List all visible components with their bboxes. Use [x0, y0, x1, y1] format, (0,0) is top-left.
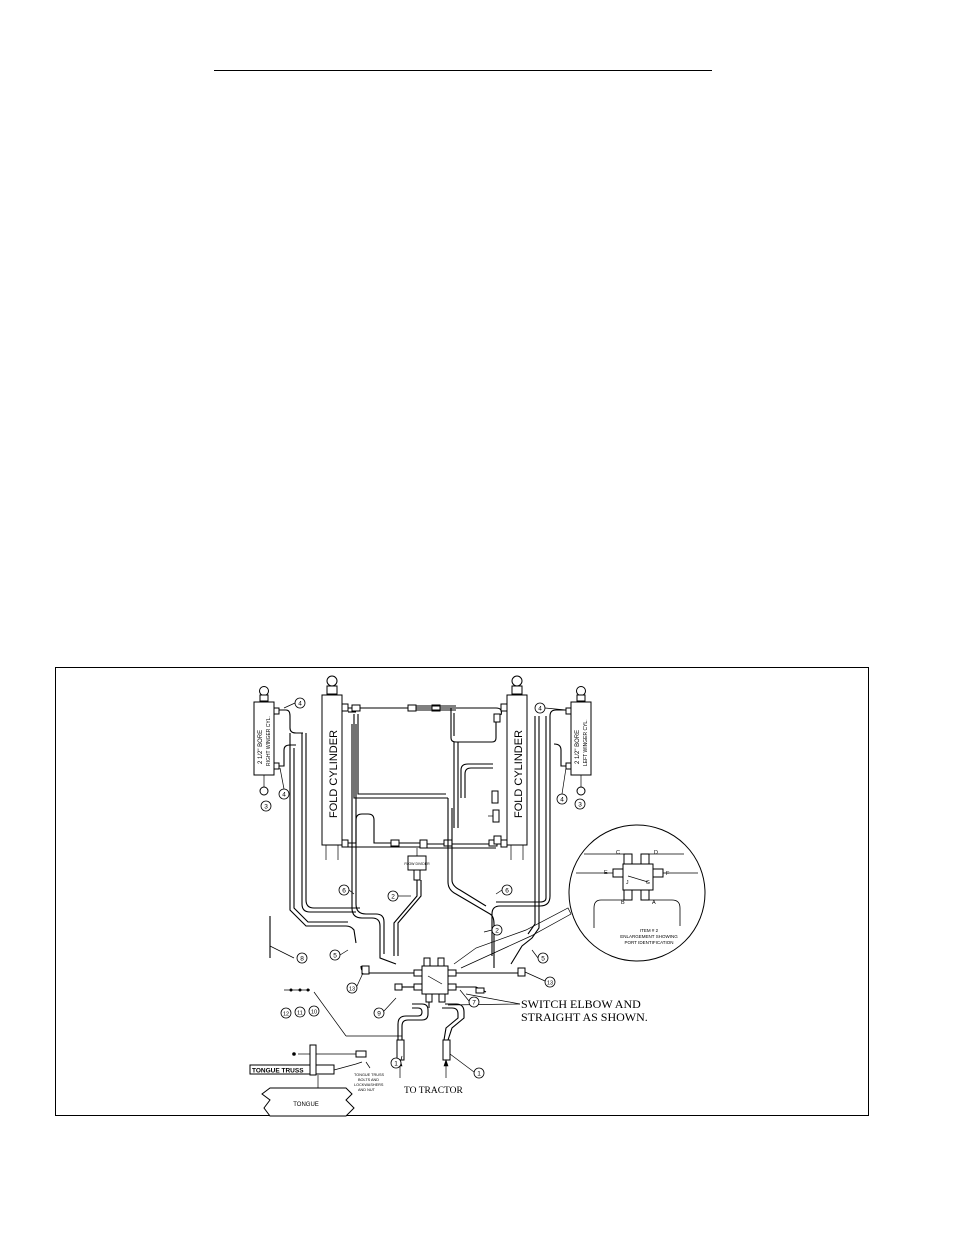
port-d: D — [654, 850, 658, 856]
right-wing-cylinder: 2 1/2" BORE LEFT WINGER CYL. — [565, 686, 592, 796]
bubble-12: 12 — [283, 1012, 289, 1018]
bubble-6b: 6 — [505, 888, 509, 895]
bubble-9: 9 — [377, 1011, 381, 1018]
hydraulic-schematic: 2 1/2" BORE RIGHT WINGER CYL. FOLD CYLIN… — [249, 675, 706, 1117]
bubble-7: 7 — [472, 1000, 476, 1007]
right-wing-name: LEFT WINGER CYL. — [583, 719, 589, 766]
header-rule — [214, 70, 712, 71]
to-tractor-label: TO TRACTOR — [404, 1086, 464, 1096]
bubble-4d: 4 — [560, 797, 564, 804]
right-wing-bore: 2 1/2" BORE — [575, 730, 581, 764]
bubble-13a: 13 — [349, 987, 355, 993]
port-f: F — [666, 871, 670, 877]
left-fold-label: FOLD CYLINDER — [328, 730, 340, 818]
tongue-bolts-3: LOCKWASHERS — [354, 1083, 384, 1087]
fitting-13-right — [517, 967, 526, 977]
fold-hoses — [348, 704, 502, 828]
enlargement-caption-1: ITEM # 2 — [640, 928, 659, 933]
left-wing-cylinder: 2 1/2" BORE RIGHT WINGER CYL. — [253, 686, 280, 796]
bubble-4a: 4 — [298, 701, 302, 708]
bubble-11: 11 — [297, 1011, 303, 1017]
bubble-8: 8 — [300, 956, 304, 963]
bubble-5a: 5 — [333, 953, 337, 960]
bubble-4c: 4 — [538, 706, 542, 713]
switch-note-line1: SWITCH ELBOW AND — [521, 997, 641, 1011]
hydraulic-diagram-frame: 2 1/2" BORE RIGHT WINGER CYL. FOLD CYLIN… — [55, 667, 869, 1117]
tongue-label: TONGUE — [293, 1102, 319, 1108]
left-fold-cylinder: FOLD CYLINDER — [321, 675, 349, 860]
tongue-bolts-4: AND NUT — [358, 1088, 376, 1092]
leader-8 — [269, 945, 295, 959]
bubble-6a: 6 — [342, 888, 346, 895]
fold-lower-hoses — [348, 813, 502, 849]
switch-note-line2: STRAIGHT AS SHOWN. — [521, 1010, 648, 1024]
port-b: B — [621, 900, 625, 906]
right-fold-cylinder: FOLD CYLINDER — [500, 675, 528, 860]
left-wing-name: RIGHT WINGER CYL. — [266, 716, 272, 766]
left-wing-bore: 2 1/2" BORE — [258, 730, 264, 764]
hardware-10-12 — [284, 988, 402, 1037]
enlargement-caption-2: ENLARGEMENT SHOWING — [620, 934, 678, 939]
flow-divider: FLOW DIVIDER — [393, 848, 430, 956]
valve-block — [360, 957, 496, 1008]
bubble-10: 10 — [311, 1010, 317, 1016]
bubble-2b: 2 — [495, 928, 499, 935]
bubble-3b: 3 — [578, 802, 582, 809]
port-e: E — [604, 870, 608, 876]
tongue-truss-label: TONGUE TRUSS — [252, 1068, 304, 1075]
bubble-13b: 13 — [547, 981, 553, 987]
right-fold-label: FOLD CYLINDER — [513, 730, 525, 818]
port-a: A — [652, 900, 656, 906]
switch-note: SWITCH ELBOW AND STRAIGHT AS SHOWN. — [447, 993, 648, 1024]
enlargement-caption-3: PORT IDENTIFICATION — [624, 940, 673, 945]
right-wing-hoses — [447, 709, 566, 968]
bubble-3a: 3 — [264, 804, 268, 811]
item-bubbles: 4 4 3 4 4 3 6 6 2 2 8 5 5 13 13 7 9 12 1… — [260, 697, 586, 1079]
flow-divider-label: FLOW DIVIDER — [404, 862, 430, 866]
port-g: G — [646, 880, 650, 886]
port-c: C — [616, 850, 620, 856]
bubble-1a: 1 — [394, 1061, 398, 1068]
bubble-5b: 5 — [541, 956, 545, 963]
leader-lines — [279, 702, 567, 1073]
tongue-bolts-2: BOLTS AND — [358, 1078, 379, 1082]
tongue-bolts-1: TONGUE TRUSS — [354, 1073, 384, 1077]
port-j: J — [626, 880, 629, 886]
bubble-1b: 1 — [477, 1071, 481, 1078]
port-enlargement: C D E F J G B A ITEM # 2 ENLARGEMENT SHO… — [453, 824, 706, 969]
bubble-4b: 4 — [282, 792, 286, 799]
bubble-2a: 2 — [391, 894, 395, 901]
tongue-assembly: TONGUE TRUSS TONGUE TONGUE TRUSS BOLTS A… — [249, 1044, 384, 1117]
fitting-13-left — [361, 965, 370, 975]
left-wing-hoses — [279, 709, 397, 965]
tractor-hoses — [396, 1003, 465, 1078]
